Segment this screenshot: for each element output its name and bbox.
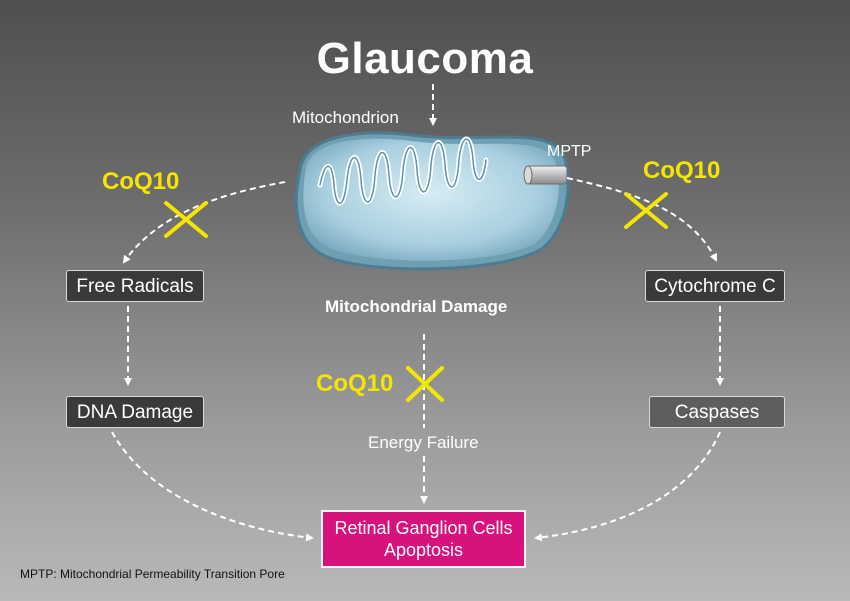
dna-damage-box: DNA Damage bbox=[66, 396, 204, 428]
rgc-apoptosis-box: Retinal Ganglion Cells Apoptosis bbox=[321, 510, 526, 568]
mptp-pore-illustration bbox=[523, 165, 568, 185]
rgc-apoptosis-line2: Apoptosis bbox=[383, 540, 464, 560]
arrow-caspases-to-apoptosis bbox=[534, 431, 721, 542]
mitochondrion-label: Mitochondrion bbox=[292, 108, 399, 127]
free-radicals-box: Free Radicals bbox=[66, 270, 204, 302]
arrow-mptp-to-cytochrome bbox=[566, 177, 717, 262]
arrow-dna-to-apoptosis bbox=[111, 431, 314, 542]
coq10-label-left: CoQ10 bbox=[102, 168, 180, 195]
energy-failure-label: Energy Failure bbox=[368, 433, 479, 452]
mitochondrion-illustration bbox=[294, 131, 570, 271]
inhibition-x-left bbox=[164, 201, 208, 238]
cytochrome-c-box: Cytochrome C bbox=[645, 270, 785, 302]
mptp-label: MPTP bbox=[547, 143, 592, 160]
arrow-mito-to-free-radicals bbox=[122, 181, 286, 264]
inhibition-x-right bbox=[624, 192, 668, 229]
caspases-box: Caspases bbox=[649, 396, 785, 428]
inhibition-x-center bbox=[406, 366, 444, 402]
coq10-label-center: CoQ10 bbox=[316, 370, 394, 397]
mitochondrial-damage-label: Mitochondrial Damage bbox=[325, 297, 508, 316]
footnote: MPTP: Mitochondrial Permeability Transit… bbox=[20, 567, 285, 581]
diagram-title: Glaucoma bbox=[316, 34, 534, 83]
rgc-apoptosis-line1: Retinal Ganglion Cells bbox=[334, 518, 513, 538]
coq10-label-right: CoQ10 bbox=[643, 157, 721, 184]
